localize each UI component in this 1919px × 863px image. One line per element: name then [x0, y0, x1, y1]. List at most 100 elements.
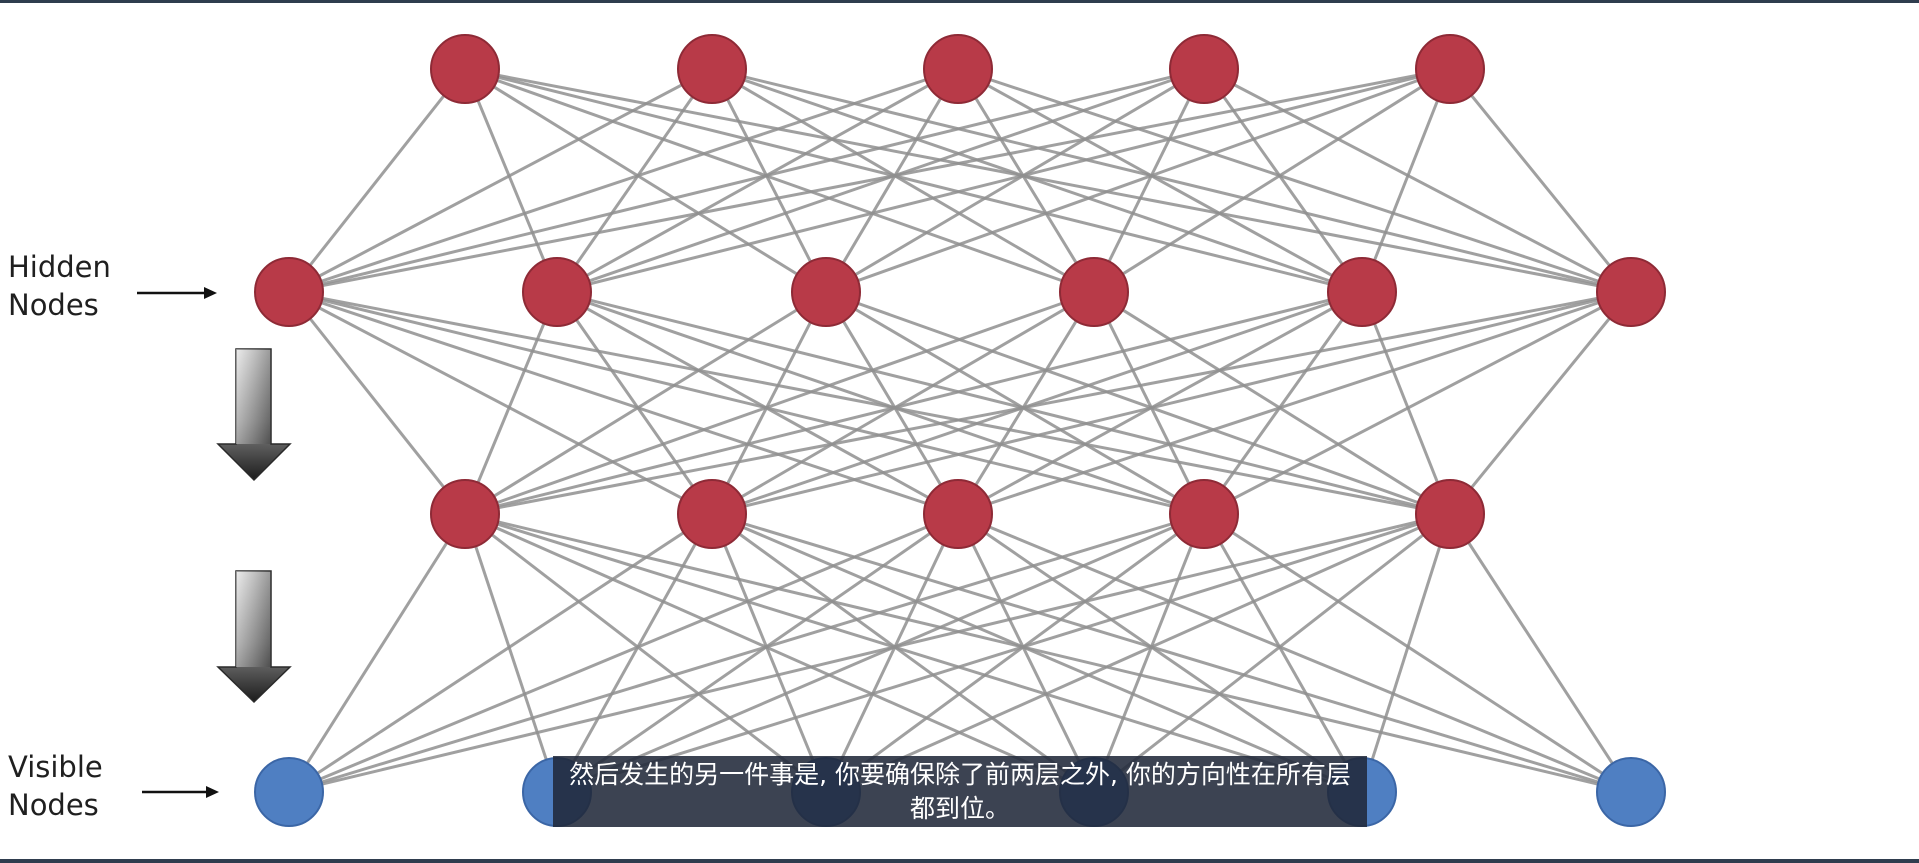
subtitle-text: 然后发生的另一件事是, 你要确保除了前两层之外, 你的方向性在所有层都到位。	[569, 759, 1351, 823]
edge	[288, 290, 959, 516]
hidden-nodes-label: Hidden Nodes	[8, 250, 111, 322]
edge	[288, 512, 713, 794]
edge	[1093, 67, 1451, 294]
edge	[288, 512, 959, 794]
edge	[1202, 291, 1364, 515]
edge	[288, 512, 1205, 794]
edge	[957, 67, 1632, 294]
edge	[711, 67, 1363, 294]
edge	[711, 290, 1632, 516]
edge	[555, 68, 714, 293]
edge	[956, 513, 1096, 793]
edge	[1360, 513, 1452, 793]
edge	[556, 67, 959, 294]
edge	[1360, 68, 1452, 293]
edge	[710, 68, 828, 293]
hidden-node	[1059, 257, 1129, 327]
hidden-node	[677, 479, 747, 549]
down-arrow-gradient-icon	[216, 348, 292, 482]
edge	[464, 290, 1632, 516]
edge	[556, 512, 1451, 794]
visible-node	[1596, 757, 1666, 827]
edge	[710, 291, 828, 515]
hidden-node	[677, 34, 747, 104]
edge	[825, 512, 1451, 794]
hidden-node	[1169, 479, 1239, 549]
edge	[957, 290, 1363, 516]
edge	[287, 513, 467, 793]
edge	[825, 67, 1451, 294]
edge	[1092, 68, 1206, 293]
edge	[1360, 291, 1452, 515]
edge	[288, 67, 713, 294]
hidden-node	[430, 34, 500, 104]
edge	[1203, 512, 1632, 794]
edge	[711, 290, 1095, 516]
hidden-node	[1327, 257, 1397, 327]
edge	[825, 290, 1451, 516]
hidden-node	[522, 257, 592, 327]
hidden-node	[923, 34, 993, 104]
edge	[825, 512, 1205, 794]
edge	[288, 290, 713, 516]
edge	[287, 68, 467, 293]
edge	[825, 67, 1205, 294]
hidden-node	[1169, 34, 1239, 104]
edge	[956, 291, 1096, 515]
edge	[464, 67, 1363, 294]
edge	[556, 290, 959, 516]
edge	[824, 513, 960, 793]
edge	[464, 512, 827, 794]
edge	[556, 290, 1451, 516]
edge	[1092, 513, 1206, 793]
hidden-node	[923, 479, 993, 549]
edge	[288, 67, 959, 294]
edge	[710, 513, 828, 793]
edge	[1202, 68, 1364, 293]
edge	[825, 290, 1205, 516]
hidden-pointer-arrow-icon	[137, 287, 217, 299]
edge	[287, 291, 467, 515]
edge	[288, 67, 1205, 294]
hidden-node	[1596, 257, 1666, 327]
edge	[1448, 291, 1633, 515]
edge	[288, 67, 1451, 294]
edge	[556, 67, 1205, 294]
edge	[1203, 290, 1632, 516]
edge	[824, 291, 960, 515]
edge	[1448, 68, 1633, 293]
hidden-node	[430, 479, 500, 549]
edge	[711, 512, 1095, 794]
visible-nodes-label: Visible Nodes	[8, 750, 103, 822]
edge	[464, 512, 1363, 794]
edge	[711, 290, 1363, 516]
edge	[1093, 290, 1451, 516]
edge	[556, 67, 1451, 294]
edge	[463, 513, 559, 793]
edge	[711, 67, 1632, 294]
edge	[464, 290, 1095, 516]
visible-pointer-arrow-icon	[142, 786, 219, 798]
visible-node	[254, 757, 324, 827]
edge	[463, 291, 559, 515]
edge	[824, 68, 960, 293]
edge	[464, 290, 827, 516]
edge	[956, 68, 1096, 293]
edges-group	[287, 67, 1633, 794]
hidden-node	[1415, 34, 1485, 104]
subtitle-caption: 然后发生的另一件事是, 你要确保除了前两层之外, 你的方向性在所有层都到位。	[553, 756, 1367, 827]
edge	[464, 67, 827, 294]
edge	[288, 290, 1451, 516]
edge	[711, 512, 1363, 794]
edge	[556, 512, 959, 794]
edge	[957, 512, 1363, 794]
edge	[957, 290, 1632, 516]
edge	[288, 290, 1205, 516]
edge	[463, 68, 559, 293]
edge	[464, 512, 1095, 794]
edge	[1203, 67, 1632, 294]
edge	[1093, 512, 1451, 794]
hidden-node	[254, 257, 324, 327]
